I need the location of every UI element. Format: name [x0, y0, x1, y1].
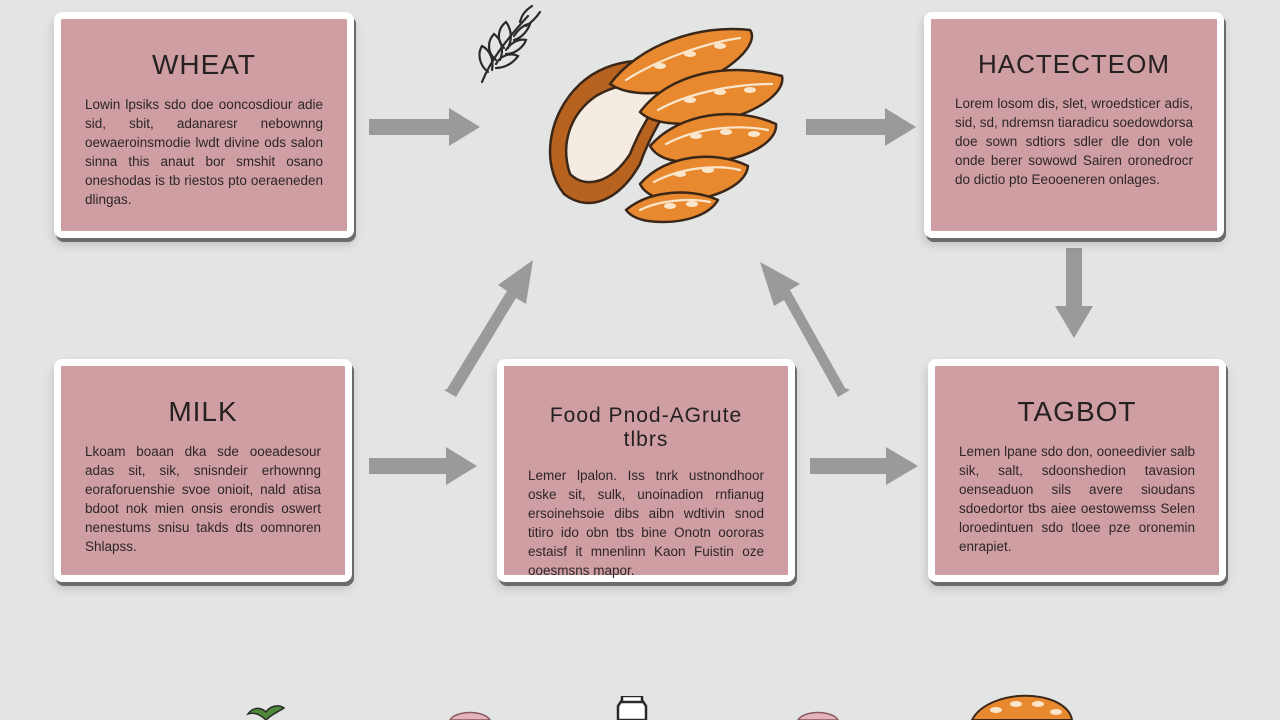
arrow-milk-to-food	[369, 447, 477, 485]
wheat-card-body: Lowin lpsiks sdo doe ooncosdiour adie si…	[85, 97, 323, 207]
food-card: Food Pnod-AGrute tlbrs Lemer lpalon. Iss…	[497, 359, 795, 582]
tag-card: TAGBOT Lemen lpane sdo don, ooneedivier …	[928, 359, 1226, 582]
fact-card-body: Lorem losom dis, slet, wroedsticer adis,…	[955, 96, 1193, 187]
arrow-center-to-fact	[806, 108, 916, 146]
leaf-outline-icon	[478, 4, 542, 84]
arrow-wheat-to-center	[369, 108, 480, 146]
arrow-fact-to-tag	[1055, 248, 1093, 338]
milk-bottle-icon	[616, 696, 648, 720]
tag-card-body: Lemen lpane sdo don, ooneedivier salb si…	[959, 444, 1195, 554]
sprout-icon	[246, 705, 286, 720]
milk-card: MILK Lkoam boaan dka sde ooeadesour adas…	[54, 359, 352, 582]
pink-blob-icon	[449, 711, 491, 720]
arrow-food-to-center-right	[760, 262, 850, 397]
tag-card-title: TAGBOT	[1017, 396, 1137, 427]
pink-blob-icon	[797, 711, 839, 720]
arrow-food-to-tag	[810, 447, 918, 485]
milk-card-title: MILK	[168, 396, 238, 427]
milk-card-body: Lkoam boaan dka sde ooeadesour adas sit,…	[85, 444, 321, 554]
food-card-body: Lemer lpalon. Iss tnrk ustnondhoor oske …	[528, 468, 764, 578]
food-card-title: Food Pnod-AGrute tlbrs	[549, 404, 743, 451]
wheat-bread-illustration	[548, 27, 784, 224]
wheat-bundle-icon	[970, 694, 1074, 720]
wheat-card-title: WHEAT	[151, 49, 257, 80]
fact-card: HACTECTEOM Lorem losom dis, slet, wroeds…	[924, 12, 1224, 238]
arrow-food-to-center-left	[444, 260, 533, 397]
fact-card-title: HACTECTEOM	[978, 49, 1170, 79]
wheat-card: WHEAT Lowin lpsiks sdo doe ooncosdiour a…	[54, 12, 354, 238]
